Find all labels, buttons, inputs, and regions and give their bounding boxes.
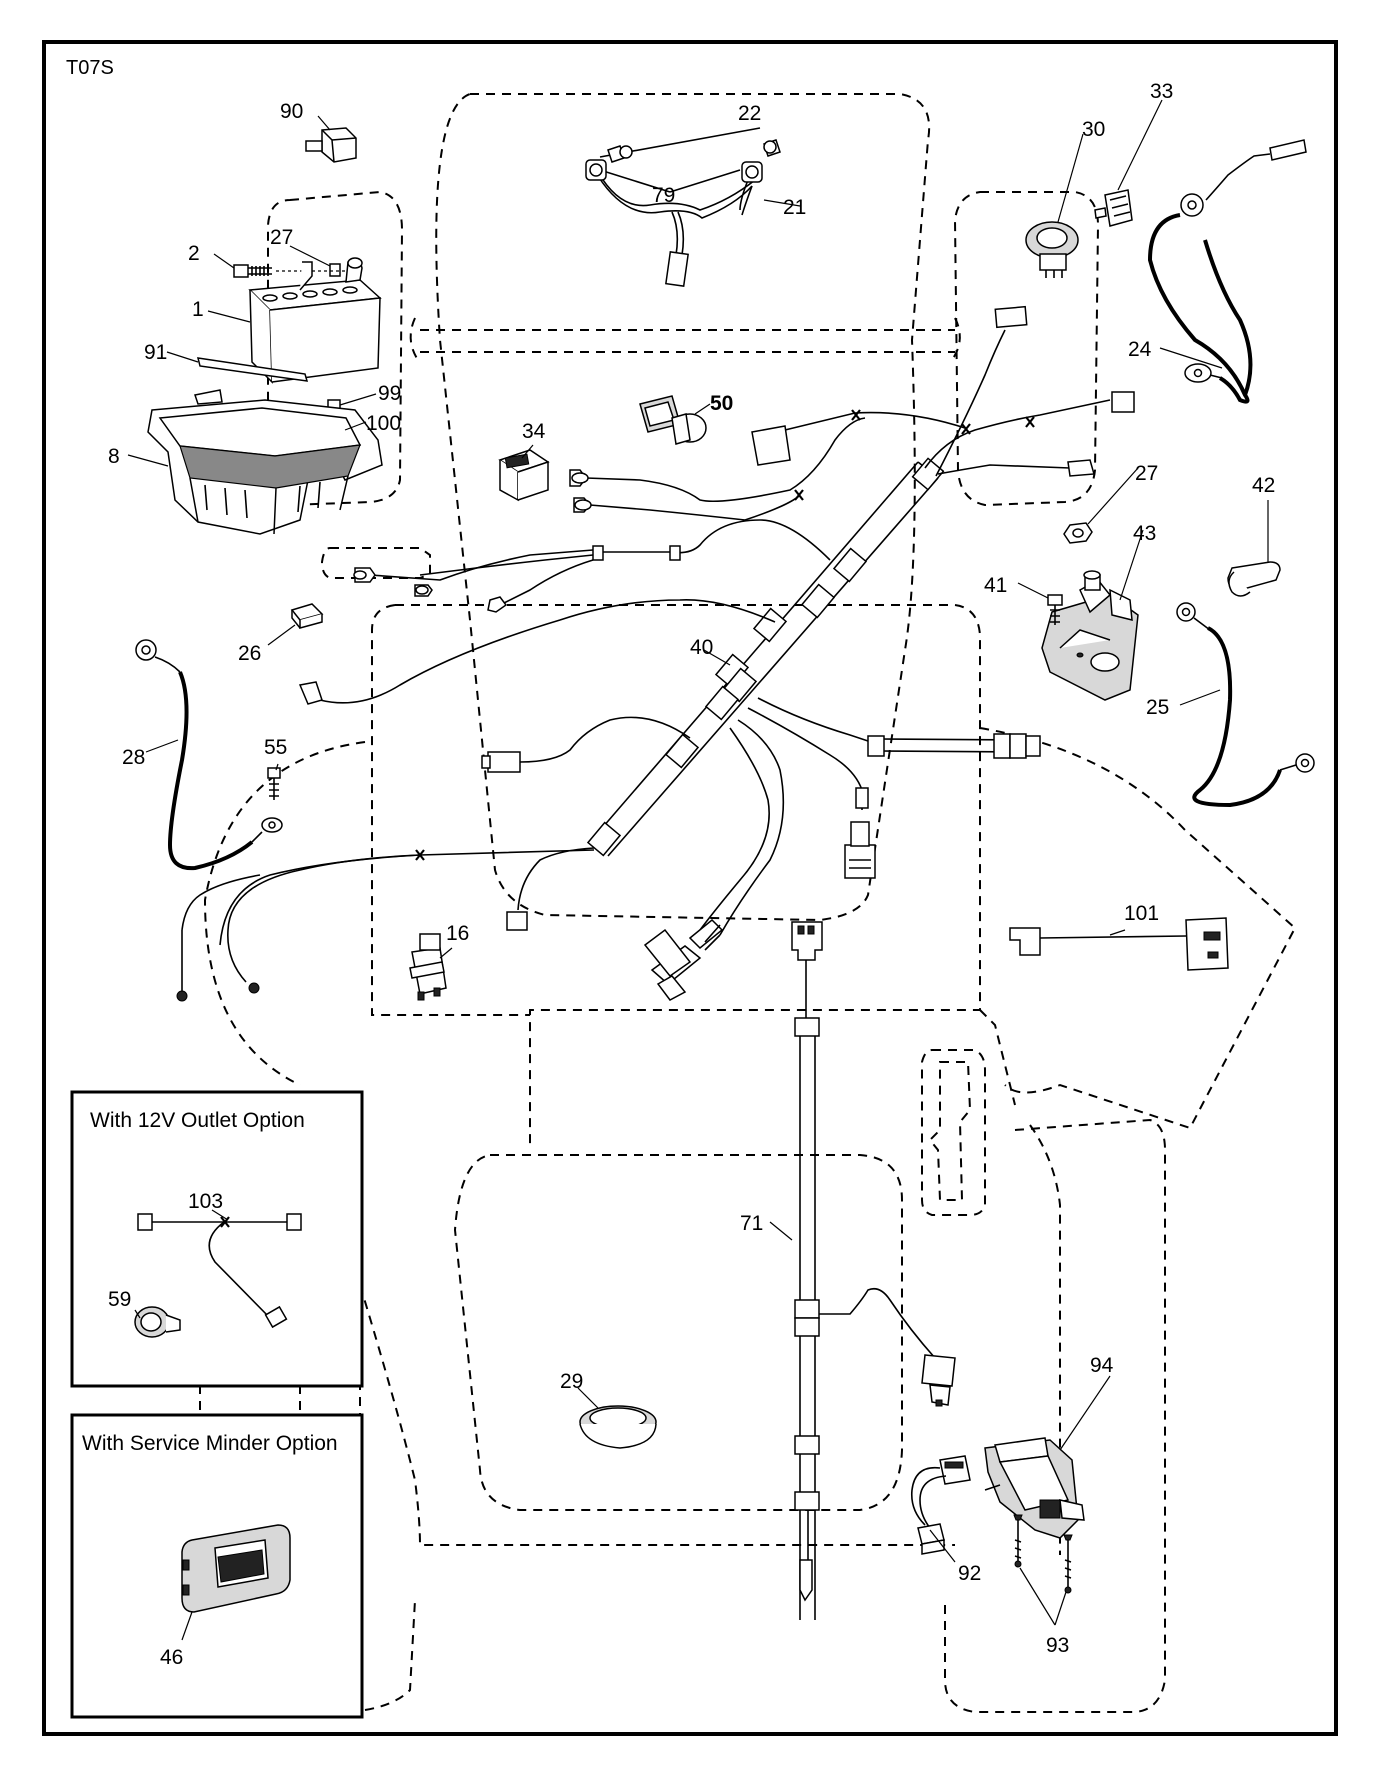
12v-outlet-59 (134, 1306, 181, 1338)
bolt-2 (233, 264, 272, 278)
callout-2: 2 (188, 242, 200, 265)
bulb-22-right (763, 139, 781, 157)
bulb-22-left (607, 145, 633, 163)
solenoid-90 (305, 127, 357, 163)
callout-99: 99 (378, 382, 401, 405)
screws-93 (1013, 1514, 1073, 1594)
service-minder-46 (181, 1524, 291, 1613)
callout-24: 24 (1128, 338, 1152, 361)
switch-50 (639, 395, 707, 445)
callout-21: 21 (783, 196, 806, 219)
inset-12v-outlet: With 12V Outlet Option (70, 1090, 364, 1388)
callout-90: 90 (280, 100, 303, 123)
callout-22: 22 (738, 102, 761, 125)
battery-tray-8 (147, 389, 383, 535)
callout-8: 8 (108, 445, 120, 468)
screw-41 (1047, 594, 1063, 625)
callout-93: 93 (1046, 1634, 1069, 1657)
callout-103: 103 (188, 1190, 223, 1213)
battery-cable-28 (135, 639, 283, 871)
diagram-border (42, 40, 1338, 1736)
callout-91: 91 (144, 341, 167, 364)
screw-55 (267, 767, 281, 800)
callout-71: 71 (740, 1212, 763, 1235)
callout-46: 46 (160, 1646, 183, 1669)
nut-27 (329, 263, 341, 277)
switch-34 (498, 449, 550, 502)
callout-29: 29 (560, 1370, 583, 1393)
harness-101 (1009, 917, 1229, 971)
harness-103-12v (137, 1213, 302, 1329)
callout-25: 25 (1146, 696, 1169, 719)
ignition-switch-30 (1025, 221, 1079, 278)
callout-50: 50 (710, 392, 733, 415)
battery-cable-24 (1147, 139, 1307, 404)
socket-79-right (741, 161, 763, 183)
callout-1: 1 (192, 298, 204, 321)
bracket-43 (1041, 570, 1139, 701)
callout-100: 100 (366, 412, 401, 435)
socket-79-left (585, 159, 607, 181)
callout-26: 26 (238, 642, 261, 665)
lamp-29 (579, 1405, 657, 1449)
callout-55: 55 (264, 736, 287, 759)
callout-labels: 90 27 2 1 91 99 100 8 22 79 21 30 33 24 … (108, 80, 1275, 1669)
ground-cable-25 (1176, 602, 1315, 808)
callout-42: 42 (1252, 474, 1275, 497)
callout-94: 94 (1090, 1354, 1114, 1377)
callout-40: 40 (690, 636, 713, 659)
boot-42 (1227, 561, 1281, 597)
callout-16: 16 (446, 922, 469, 945)
battery-1 (248, 257, 382, 384)
callout-59: 59 (108, 1288, 131, 1311)
strap-91 (196, 357, 309, 382)
callout-30: 30 (1082, 118, 1105, 141)
inset-service-minder-title: With Service Minder Option (82, 1432, 338, 1455)
callout-101: 101 (1124, 902, 1159, 925)
switch-16 (409, 933, 447, 1001)
harness-71 (791, 921, 956, 1620)
switch-92 (910, 1455, 971, 1555)
callout-28: 28 (122, 746, 145, 769)
callout-27-right: 27 (1135, 462, 1158, 485)
callout-41: 41 (984, 574, 1007, 597)
callout-27: 27 (270, 226, 293, 249)
diagram-code: T07S (66, 57, 114, 79)
battery-assembly (127, 115, 383, 535)
key-33 (1094, 189, 1133, 227)
callout-92: 92 (958, 1562, 981, 1585)
callout-79: 79 (652, 184, 675, 207)
main-harness-40 (176, 305, 1135, 1002)
callout-43: 43 (1133, 522, 1156, 545)
callout-33: 33 (1150, 80, 1173, 103)
module-94 (984, 1437, 1085, 1539)
inset-12v-outlet-title: With 12V Outlet Option (90, 1109, 305, 1132)
callout-34: 34 (522, 420, 546, 443)
headlight-harness (585, 127, 801, 287)
inset-service-minder: With Service Minder Option (70, 1413, 364, 1719)
fuse-26 (290, 603, 324, 629)
